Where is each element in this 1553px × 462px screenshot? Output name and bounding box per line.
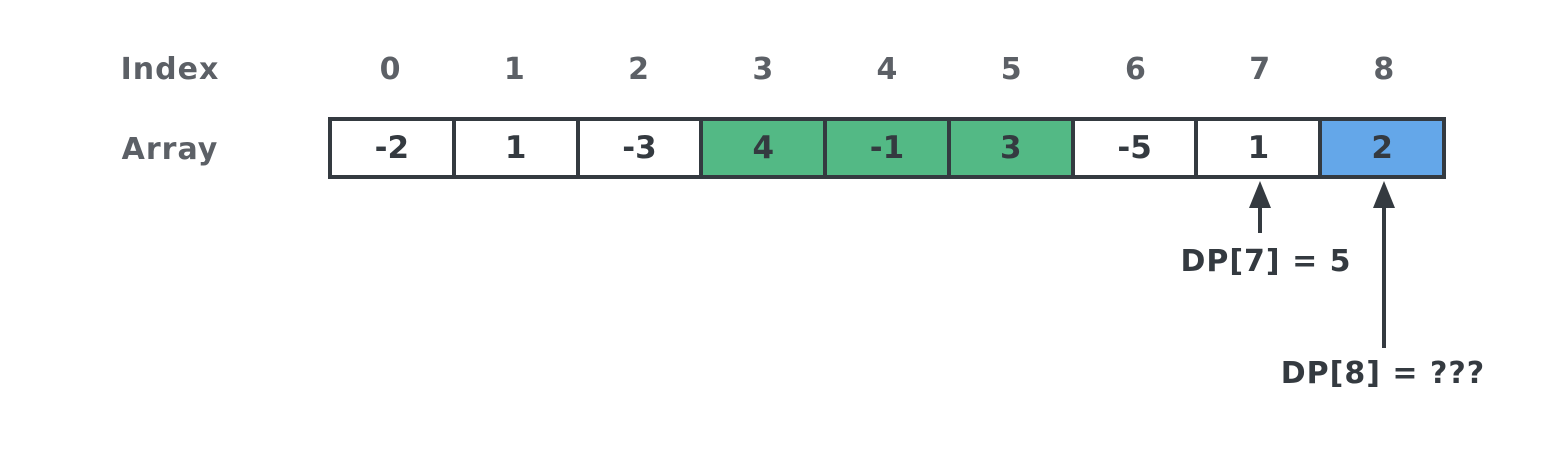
index-value: 2 [628,52,649,87]
index-value: 0 [379,52,401,87]
index-value: 7 [1249,52,1271,87]
arrow-shaft [1258,204,1262,233]
array-cell-highlighted-green: 4 [699,121,824,175]
index-row: 0 1 2 3 4 5 6 7 8 [328,52,1446,87]
array-cell-highlighted-green: -1 [823,121,947,175]
index-value: 8 [1373,52,1395,87]
array-row: -2 1 -3 4 -1 3 -5 1 2 [328,117,1446,179]
array-cell-highlighted-blue: 2 [1318,121,1443,175]
arrow-up-icon [1249,181,1271,208]
array-row-label: Array [121,132,219,167]
index-value: 6 [1124,52,1146,87]
array-cell: 1 [451,121,576,175]
arrow-shaft [1382,204,1386,348]
index-value: 4 [876,52,898,87]
index-row-label: Index [120,52,220,87]
index-value: 1 [503,52,525,87]
array-cell: -2 [332,121,452,175]
arrow-up-icon [1373,181,1395,208]
dp8-annotation: DP[8] = ??? [1280,356,1486,391]
array-cell: -5 [1070,121,1195,175]
array-cell: 1 [1194,121,1319,175]
index-value: 3 [752,52,774,87]
array-cell: -3 [575,121,700,175]
index-value: 5 [1000,52,1022,87]
dp7-annotation: DP[7] = 5 [1180,244,1352,279]
array-cell-highlighted-green: 3 [946,121,1071,175]
